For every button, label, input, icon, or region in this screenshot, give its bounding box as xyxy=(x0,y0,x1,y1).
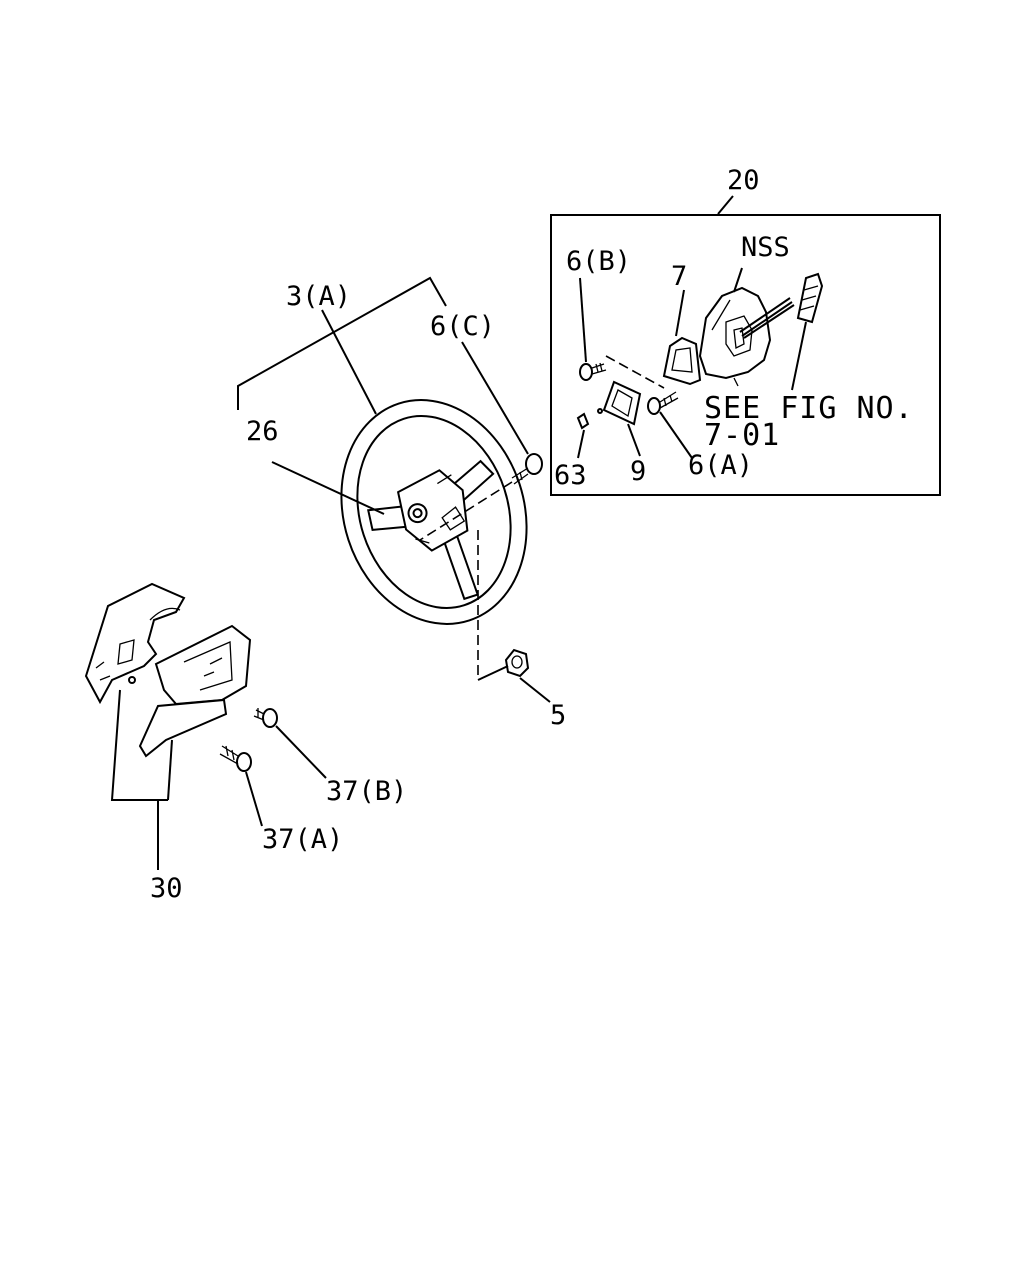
nut-5 xyxy=(504,648,530,678)
inflator-plate-7 xyxy=(662,336,702,386)
airbag-cover-nss xyxy=(698,286,795,387)
label-6a: 6(A) xyxy=(688,450,753,481)
leader-6b xyxy=(579,277,587,363)
leader-26 xyxy=(271,461,385,515)
label-30: 30 xyxy=(150,873,183,904)
leader-9 xyxy=(627,423,641,457)
leader-3a xyxy=(321,309,377,415)
leader-6c xyxy=(461,341,529,455)
label-6b: 6(B) xyxy=(566,246,631,277)
bolt-6a xyxy=(647,391,679,415)
bolt-6b xyxy=(579,362,607,381)
column-cover-group: 37(B) 37(A) 30 xyxy=(84,582,407,904)
steering-wheel-3a xyxy=(340,399,528,625)
leader-37a xyxy=(245,771,263,827)
bolt-6c xyxy=(511,453,543,485)
label-5: 5 xyxy=(550,700,566,731)
label-37b: 37(B) xyxy=(326,776,407,807)
label-fig-number: 7-01 xyxy=(704,418,780,453)
screw-37a xyxy=(219,745,252,772)
label-20: 20 xyxy=(727,165,760,196)
leader-37b xyxy=(275,725,327,779)
label-6c: 6(C) xyxy=(430,311,495,342)
label-nss: NSS xyxy=(741,232,790,263)
leader-63 xyxy=(577,429,585,459)
leader-see-fig xyxy=(791,321,807,391)
column-cover-upper xyxy=(84,582,186,705)
airbag-module-inset: 20 NSS 6(B) 7 SEE FIG NO. 7-01 63 9 6(A) xyxy=(550,165,941,496)
inset-frame xyxy=(550,214,941,496)
label-3a: 3(A) xyxy=(286,281,351,312)
leader-nss xyxy=(733,267,743,293)
airbag-connector xyxy=(796,272,824,324)
bracket-9 xyxy=(597,380,642,426)
label-63: 63 xyxy=(554,460,587,491)
leader-30-upper xyxy=(167,739,173,801)
clip-63 xyxy=(576,412,590,430)
screw-37b xyxy=(253,708,278,728)
dash-bolt-to-hub xyxy=(419,481,513,541)
dash-6b-to-7 xyxy=(605,355,665,389)
bracket-30 xyxy=(110,689,168,801)
label-26: 26 xyxy=(246,416,279,447)
leader-7 xyxy=(675,289,685,337)
leader-5 xyxy=(477,665,509,681)
leader-6a xyxy=(659,411,693,459)
label-9: 9 xyxy=(630,456,646,487)
steering-wheel-group: 3(A) 6(C) 26 5 xyxy=(237,276,566,731)
leader-20 xyxy=(717,195,734,215)
label-7: 7 xyxy=(671,261,687,292)
label-37a: 37(A) xyxy=(262,824,343,855)
label-see-fig: SEE FIG NO. xyxy=(704,391,914,426)
leader-5b xyxy=(519,677,551,703)
column-cover-lower xyxy=(138,624,252,758)
